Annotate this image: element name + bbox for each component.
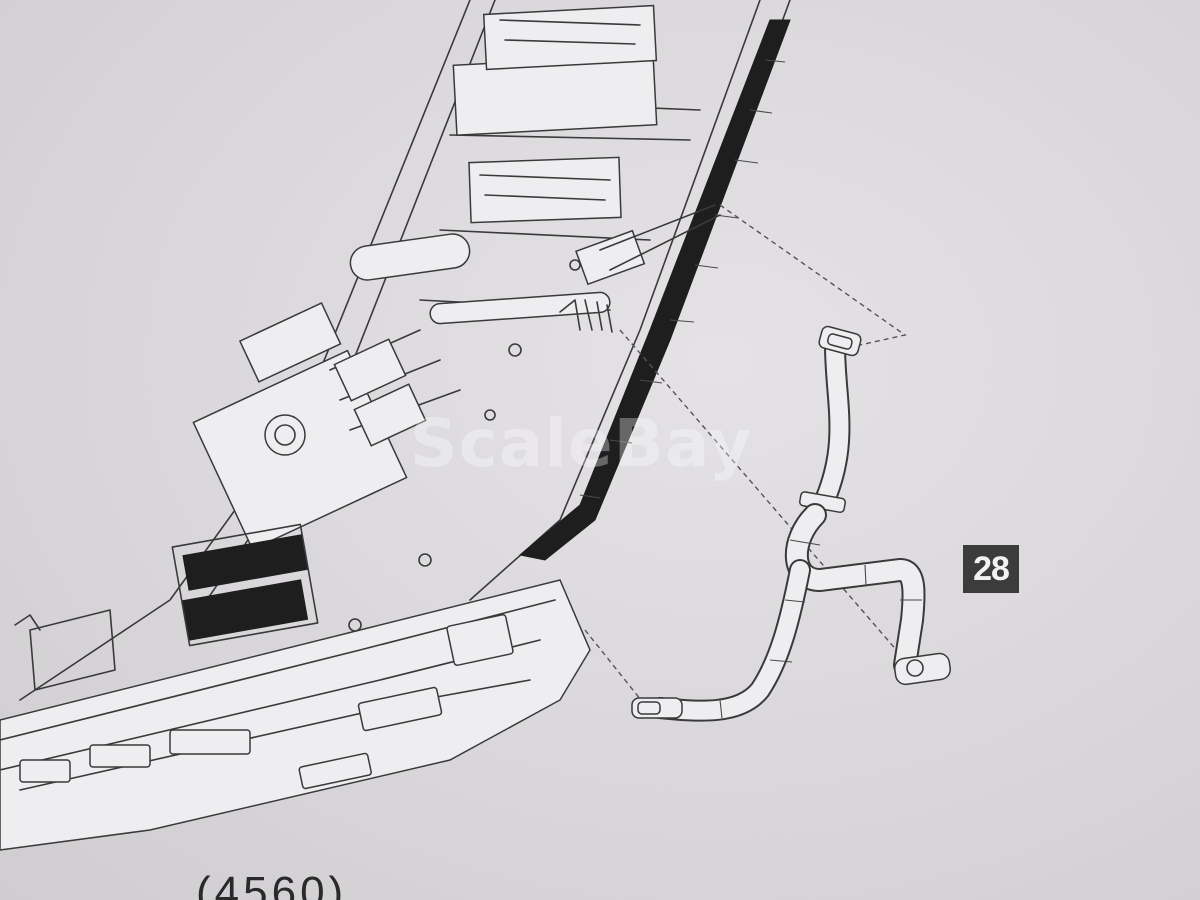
step-number-badge: 28 xyxy=(963,545,1019,593)
bottom-cut-off-text: (4560) xyxy=(196,868,348,900)
chassis-frame xyxy=(0,0,791,851)
hose-part xyxy=(631,325,951,722)
assembly-guide-lines xyxy=(584,204,907,706)
watermark: ScaleBay xyxy=(410,405,753,482)
